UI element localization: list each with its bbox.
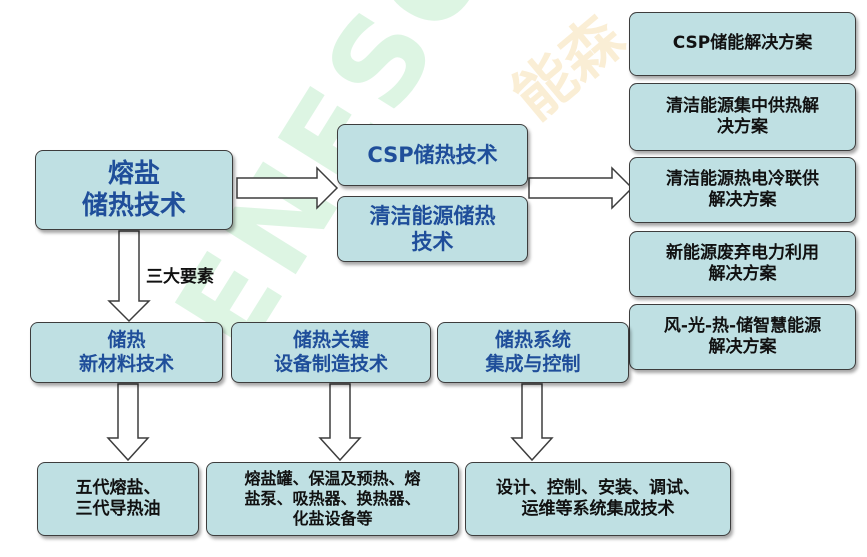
tech-box-clean-line-1: 清洁能源储热	[369, 203, 496, 228]
arrow-down-1	[106, 383, 150, 462]
element-2-line-1: 储热关键	[292, 328, 369, 351]
center-box-molten-salt: 熔盐 储热技术	[35, 150, 233, 230]
detail-2-line-1: 熔盐罐、保温及预热、熔	[244, 469, 421, 488]
solution-2-line-2: 决方案	[717, 117, 768, 137]
element-1-line-2: 新材料技术	[78, 352, 174, 375]
solution-2-line-1: 清洁能源集中供热解	[666, 95, 819, 116]
element-box-integration: 储热系统 集成与控制	[437, 322, 629, 383]
tech-box-csp: CSP储热技术	[337, 124, 528, 186]
solution-box-smart-energy: 风-光-热-储智慧能源 解决方案	[629, 304, 856, 370]
detail-2-line-2: 盐泵、吸热器、换热器、	[244, 489, 421, 508]
solution-3-line-2: 解决方案	[708, 190, 777, 210]
solution-box-curtailed-power: 新能源废弃电力利用 解决方案	[629, 231, 856, 297]
solution-4-line-2: 解决方案	[708, 264, 777, 284]
arrow-down-main	[107, 230, 151, 323]
element-3-line-2: 集成与控制	[485, 352, 581, 375]
detail-3-line-2: 运维等系统集成技术	[521, 499, 675, 519]
detail-1-line-2: 三代导热油	[75, 499, 161, 519]
solution-5-line-2: 解决方案	[708, 337, 777, 357]
arrow-down-3	[510, 383, 554, 462]
element-box-equipment: 储热关键 设备制造技术	[231, 322, 431, 383]
detail-box-materials: 五代熔盐、 三代导热油	[37, 462, 199, 536]
element-1-line-1: 储热	[107, 328, 146, 351]
solution-box-csp: CSP储能解决方案	[629, 12, 856, 76]
tech-box-clean-energy: 清洁能源储热 技术	[337, 196, 528, 262]
arrow-right-1	[236, 166, 339, 210]
tech-box-csp-label: CSP储热技术	[367, 142, 498, 167]
arrow-right-2	[528, 166, 634, 210]
center-box-line-1: 熔盐	[107, 158, 160, 189]
solution-3-line-1: 清洁能源热电冷联供	[666, 168, 819, 189]
solution-4-line-1: 新能源废弃电力利用	[666, 242, 819, 263]
solution-box-central-heating: 清洁能源集中供热解 决方案	[629, 83, 856, 151]
element-2-line-2: 设备制造技术	[273, 352, 388, 375]
detail-2-line-3: 化盐设备等	[292, 509, 373, 528]
detail-3-line-1: 设计、控制、安装、调试、	[496, 477, 700, 498]
element-3-line-1: 储热系统	[494, 328, 571, 351]
arrow-down-2	[318, 383, 362, 462]
detail-box-integration: 设计、控制、安装、调试、 运维等系统集成技术	[465, 462, 731, 536]
detail-box-equipment: 熔盐罐、保温及预热、熔 盐泵、吸热器、换热器、 化盐设备等	[206, 462, 459, 536]
tech-box-clean-line-2: 技术	[411, 230, 454, 254]
detail-1-line-1: 五代熔盐、	[75, 477, 161, 498]
solution-5-line-1: 风-光-热-储智慧能源	[663, 315, 822, 336]
solution-1-line-1: CSP储能解决方案	[672, 33, 813, 54]
center-box-line-2: 储热技术	[81, 191, 186, 221]
element-box-new-materials: 储热 新材料技术	[30, 322, 223, 383]
edge-label-three-elements: 三大要素	[146, 267, 214, 287]
solution-box-cchp: 清洁能源热电冷联供 解决方案	[629, 157, 856, 223]
